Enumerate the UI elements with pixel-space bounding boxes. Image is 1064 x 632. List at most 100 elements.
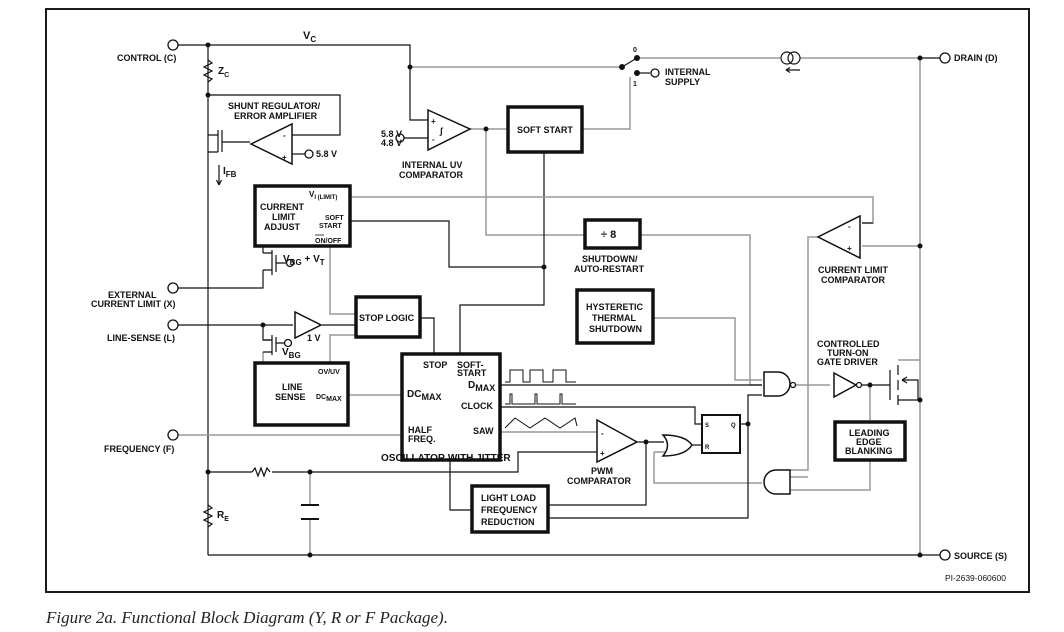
svg-text:∫: ∫ xyxy=(439,126,444,136)
internal-supply-node xyxy=(650,68,660,78)
svg-text:+: + xyxy=(431,117,436,126)
label-source: SOURCE (S) xyxy=(954,551,1007,561)
svg-text:DMAX: DMAX xyxy=(468,380,495,393)
label-ext-limit-1: EXTERNAL xyxy=(108,290,157,300)
svg-text:FREQUENCY: FREQUENCY xyxy=(481,505,538,515)
svg-text:5.8 V: 5.8 V xyxy=(381,129,402,139)
svg-text:S: S xyxy=(705,423,709,429)
svg-text:CURRENT LIMIT: CURRENT LIMIT xyxy=(818,265,888,275)
resistor-re xyxy=(202,504,214,528)
figure-caption: Figure 2a. Functional Block Diagram (Y, … xyxy=(46,608,448,627)
svg-text:RE: RE xyxy=(217,510,229,523)
svg-text:SOFT: SOFT xyxy=(325,215,344,222)
svg-text:START: START xyxy=(457,368,487,378)
svg-text:CLOCK: CLOCK xyxy=(461,401,493,411)
svg-text:HALF: HALF xyxy=(408,425,432,435)
uv-comparator xyxy=(427,108,472,152)
svg-text:CURRENT: CURRENT xyxy=(260,202,305,212)
light-load-block xyxy=(470,484,550,534)
pin-line-sense xyxy=(167,319,179,331)
current-limit-adjust-block xyxy=(253,184,352,248)
resistor-filter xyxy=(251,466,271,478)
svg-text:COMPARATOR: COMPARATOR xyxy=(821,275,885,285)
svg-text:LEADING: LEADING xyxy=(849,428,890,438)
svg-text:DCMAX: DCMAX xyxy=(407,389,441,402)
gate-driver xyxy=(833,371,858,399)
current-source-icon xyxy=(780,51,801,74)
wires xyxy=(178,44,940,556)
svg-text:OSCILLATOR WITH JITTER: OSCILLATOR WITH JITTER xyxy=(381,453,511,464)
svg-text:SOFT-: SOFT- xyxy=(457,360,484,370)
svg-text:VBG: VBG xyxy=(282,347,301,360)
svg-text:THERMAL: THERMAL xyxy=(592,313,636,323)
or-gate xyxy=(661,434,693,457)
svg-text:START: START xyxy=(319,223,343,230)
label-control: CONTROL (C) xyxy=(117,53,176,63)
soft-start-block xyxy=(506,105,584,154)
svg-text:ERROR AMPLIFIER: ERROR AMPLIFIER xyxy=(234,111,318,121)
svg-text:COMPARATOR: COMPARATOR xyxy=(399,170,463,180)
thermal-shutdown-block xyxy=(575,288,655,345)
svg-text:FREQ.: FREQ. xyxy=(408,434,436,444)
pin-external-current-limit xyxy=(167,282,179,294)
svg-text:TURN-ON: TURN-ON xyxy=(827,348,869,358)
svg-text:IFB: IFB xyxy=(223,166,237,179)
and-gate xyxy=(763,469,791,495)
svg-text:-: - xyxy=(601,429,604,438)
svg-text:0: 0 xyxy=(633,47,637,54)
svg-text:R: R xyxy=(705,445,710,451)
pin-frequency xyxy=(167,429,179,441)
shunt-ref-node xyxy=(304,149,314,159)
clock-waveform xyxy=(505,393,576,405)
svg-text:CONTROLLED: CONTROLLED xyxy=(817,339,880,349)
nand-gate xyxy=(763,371,791,397)
svg-text:EDGE: EDGE xyxy=(856,437,882,447)
vbg-gate-node xyxy=(283,338,293,348)
svg-text:VC: VC xyxy=(303,30,316,44)
svg-text:GATE DRIVER: GATE DRIVER xyxy=(817,357,878,367)
svg-text:5.8 V: 5.8 V xyxy=(316,149,337,159)
component-labels: VC ZC IFB RE SHUNT REGULATOR/ ERROR AMPL… xyxy=(217,30,888,523)
stop-logic-block xyxy=(354,295,422,339)
pin-labels: CONTROL (C) DRAIN (D) EXTERNAL CURRENT L… xyxy=(91,53,1007,561)
svg-text:OV/UV: OV/UV xyxy=(318,369,340,376)
svg-text:ADJUST: ADJUST xyxy=(264,222,301,232)
svg-text:SHUTDOWN: SHUTDOWN xyxy=(589,324,642,334)
sr-latch xyxy=(701,414,741,454)
vbgvt-gate-node xyxy=(285,258,295,268)
svg-text:+: + xyxy=(282,153,287,162)
svg-text:AUTO-RESTART: AUTO-RESTART xyxy=(574,264,645,274)
svg-text:INTERNAL UV: INTERNAL UV xyxy=(402,160,462,170)
svg-text:PWM: PWM xyxy=(591,466,613,476)
label-ext-limit-2: CURRENT LIMIT (X) xyxy=(91,299,176,309)
resistor-zc xyxy=(202,59,214,83)
part-number: PI-2639-060600 xyxy=(945,573,1006,583)
svg-text:÷ 8: ÷ 8 xyxy=(601,229,616,241)
pins xyxy=(167,39,951,561)
label-frequency: FREQUENCY (F) xyxy=(104,444,174,454)
shunt-regulator-amplifier xyxy=(249,122,293,166)
svg-text:COMPARATOR: COMPARATOR xyxy=(567,476,631,486)
pwm-comparator xyxy=(596,418,639,464)
svg-text:-: - xyxy=(848,222,851,231)
svg-text:REDUCTION: REDUCTION xyxy=(481,517,535,527)
pin-source xyxy=(939,549,951,561)
svg-text:4.8 V: 4.8 V xyxy=(381,138,402,148)
svg-text:LINE: LINE xyxy=(282,382,303,392)
svg-text:ON/OFF: ON/OFF xyxy=(315,238,342,245)
svg-text:SOFT START: SOFT START xyxy=(517,125,573,135)
svg-text:SHUNT REGULATOR/: SHUNT REGULATOR/ xyxy=(228,101,321,111)
oscillator-block xyxy=(400,352,502,462)
svg-text:ZC: ZC xyxy=(218,66,229,79)
svg-text:-: - xyxy=(432,135,435,144)
saw-waveform xyxy=(504,417,578,429)
svg-text:STOP LOGIC: STOP LOGIC xyxy=(359,313,415,323)
svg-text:1: 1 xyxy=(633,81,637,88)
svg-text:SUPPLY: SUPPLY xyxy=(665,77,700,87)
svg-text:SENSE: SENSE xyxy=(275,392,306,402)
svg-text:BLANKING: BLANKING xyxy=(845,446,893,456)
line-sense-block xyxy=(253,361,350,427)
svg-text:LIMIT: LIMIT xyxy=(272,212,296,222)
svg-text:Q: Q xyxy=(731,423,736,429)
